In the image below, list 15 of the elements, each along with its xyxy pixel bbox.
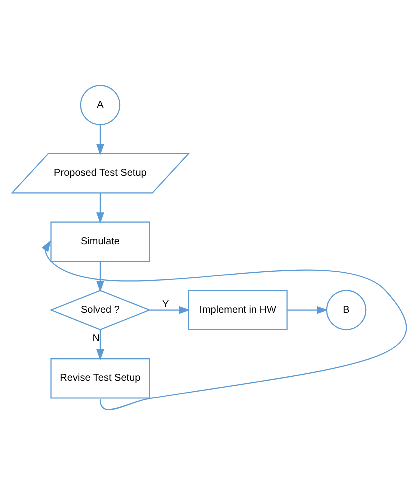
arrow	[96, 192, 104, 224]
arrow	[288, 306, 328, 314]
node-box: Revise Test Setup	[50, 358, 150, 398]
node-circle: A	[80, 84, 121, 125]
node-circle: B	[326, 290, 367, 330]
node-box: Simulate	[50, 221, 150, 262]
node-diamond: Solved ?	[50, 290, 152, 330]
arrow	[42, 240, 407, 410]
edge-label: Y	[162, 298, 170, 310]
arrow	[96, 330, 104, 360]
arrow	[96, 261, 104, 292]
node-box: Implement in HW	[188, 290, 288, 330]
arrow	[150, 306, 190, 314]
edge-label: N	[92, 333, 100, 344]
arrow	[96, 124, 104, 156]
